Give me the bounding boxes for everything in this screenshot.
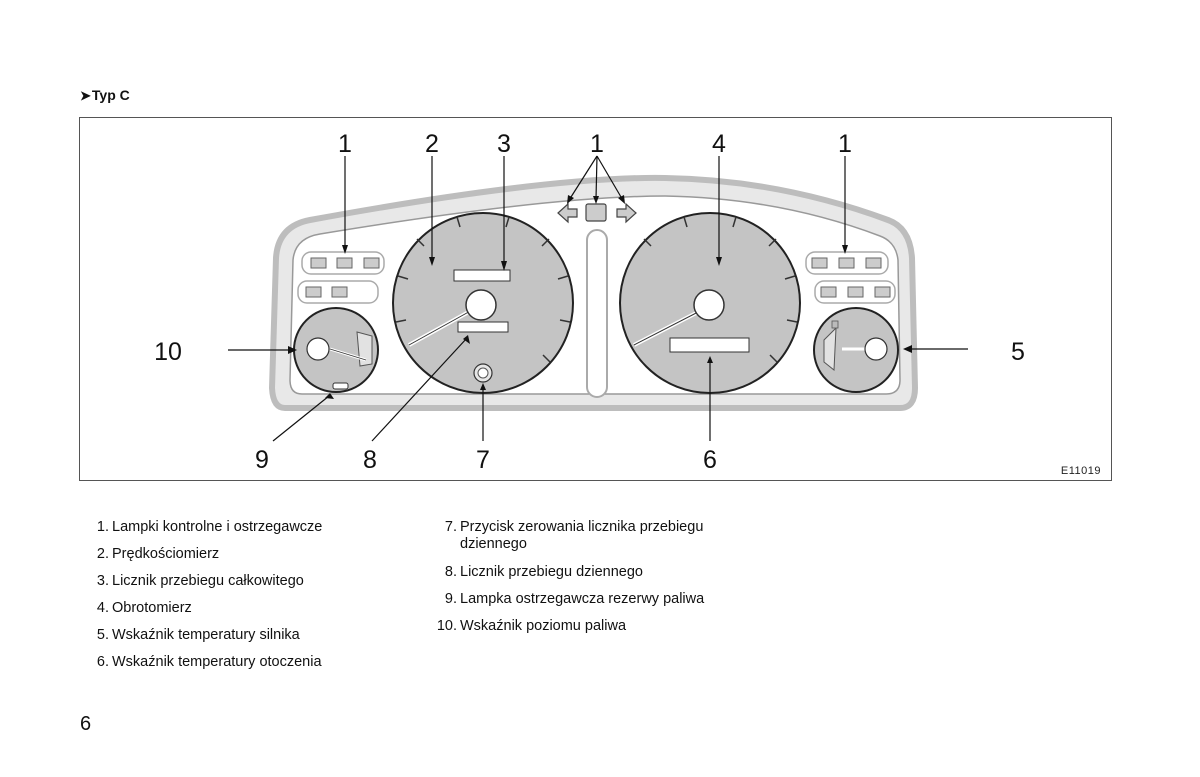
leader-lines [228,155,968,442]
turn-signal-indicators [557,202,637,224]
callout-4: 4 [712,130,726,158]
leader-arrowheads [288,195,912,399]
legend-item-text: Wskaźnik temperatury silnika [112,627,300,643]
temperature-gauge [813,307,899,393]
callout-8: 8 [363,446,377,474]
legend-item-number: 5. [96,627,109,643]
legend-item: 2.Prędkościomierz [87,546,219,563]
legend-item: 9.Lampka ostrzegawcza rezerwy paliwa [435,591,704,608]
warning-lamps-right [805,251,896,304]
legend-item-text-continued: dziennego [460,536,527,552]
legend-item-text: Przycisk zerowania licznika przebiegu [460,519,704,535]
instrument-cluster-figure: 1 2 3 1 4 1 10 5 9 8 7 6 E11019 [79,117,1112,481]
figure-code: E11019 [1060,465,1101,477]
legend-item: 4.Obrotomierz [87,600,192,617]
callout-10: 10 [154,338,182,366]
section-heading: ➤Typ C [80,87,130,104]
legend-item: 3.Licznik przebiegu całkowitego [87,573,304,590]
legend-item: 5.Wskaźnik temperatury silnika [87,627,300,644]
callout-1-left: 1 [338,130,352,158]
legend-item-text: Lampka ostrzegawcza rezerwy paliwa [460,591,705,607]
legend-item-number: 7. [444,519,457,535]
callout-7: 7 [476,446,490,474]
callout-6: 6 [703,446,717,474]
callout-9: 9 [255,446,269,474]
legend-item-number: 6. [96,654,109,670]
legend-item-text: Licznik przebiegu całkowitego [112,573,304,589]
legend-item-text: Prędkościomierz [112,546,220,562]
legend-item-number: 2. [96,546,109,562]
legend-item-text: Wskaźnik temperatury otoczenia [112,654,322,670]
speedometer-dial [392,212,574,394]
legend-item: 10.Wskaźnik poziomu paliwa [435,618,626,635]
legend-item: 8.Licznik przebiegu dziennego [435,564,643,581]
legend-item-text: Obrotomierz [112,600,192,616]
callout-2: 2 [425,130,439,158]
section-title: Typ C [91,87,130,103]
legend-item-number: 8. [444,564,457,580]
callout-1-right: 1 [838,130,852,158]
fuel-gauge [293,307,379,393]
legend-item-number: 9. [444,591,457,607]
legend-item-text: Licznik przebiegu dziennego [460,564,643,580]
callout-5: 5 [1011,338,1025,366]
callout-3: 3 [497,130,511,158]
warning-lamps-left [297,251,385,304]
legend-item: 1.Lampki kontrolne i ostrzegawcze [87,519,322,536]
page-number: 6 [80,713,92,735]
legend-item-text: Wskaźnik poziomu paliwa [460,618,627,634]
legend-item-number: 3. [96,573,109,589]
legend-item-number: 1. [96,519,109,535]
legend-item-number: 10. [436,618,457,634]
center-divider [586,229,608,398]
arrow-bullet-icon: ➤ [80,88,91,103]
legend-item-number: 4. [96,600,109,616]
legend-left: 1.Lampki kontrolne i ostrzegawcze 2.Pręd… [87,519,427,679]
legend-item-text: Lampki kontrolne i ostrzegawcze [112,519,323,535]
callout-1-middle: 1 [590,130,604,158]
legend-item: 6.Wskaźnik temperatury otoczenia [87,654,322,671]
